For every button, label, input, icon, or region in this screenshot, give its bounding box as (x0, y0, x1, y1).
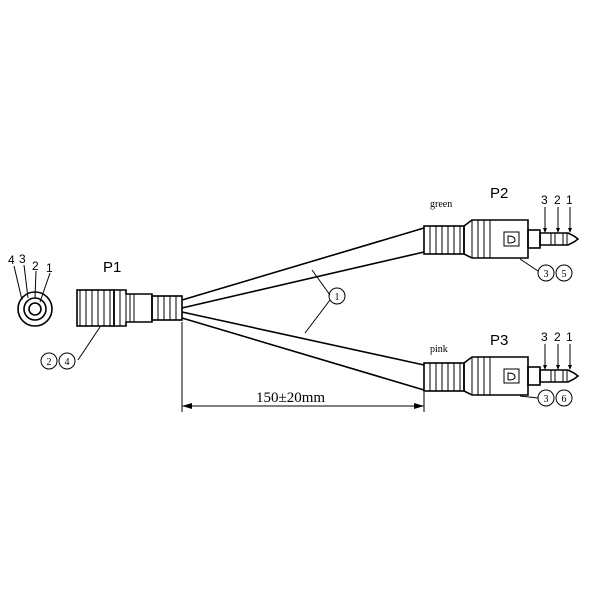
p2-pin-label-2: 2 (554, 193, 561, 207)
p1-end-view: 4 3 2 1 (8, 252, 53, 327)
p1-pin-label-2: 2 (32, 259, 39, 273)
p1-pin-label-4: 4 (8, 253, 15, 267)
p3-callout-3: 3 (544, 394, 549, 405)
length-dimension-text: 150±20mm (256, 390, 325, 406)
p2-callout-3: 3 (544, 269, 549, 280)
p3-pin-label-2: 2 (554, 330, 561, 344)
p2-connector: green P2 3 2 1 (423, 185, 580, 282)
p1-callout-2: 2 (47, 357, 52, 368)
p3-pin-label-1: 1 (566, 330, 573, 344)
length-dimension: 150±20mm (181, 322, 425, 412)
p2-label: P2 (490, 185, 508, 202)
p3-callout-6: 6 (562, 394, 567, 405)
p3-label: P3 (490, 332, 508, 349)
cables: 1 (181, 227, 425, 391)
p3-color-label: pink (430, 344, 448, 355)
p1-pin-label-1: 1 (46, 261, 53, 275)
p2-color-label: green (430, 199, 452, 210)
p3-connector: pink P3 3 2 1 (423, 330, 580, 407)
p1-connector: P1 2 4 (40, 259, 183, 370)
p3-pin-label-3: 3 (541, 330, 548, 344)
p2-pin-label-3: 3 (541, 193, 548, 207)
p1-pin-label-3: 3 (19, 252, 26, 266)
p1-label: P1 (103, 259, 121, 276)
cable-callout-1: 1 (335, 292, 340, 303)
p1-callout-4: 4 (65, 357, 70, 368)
p2-callout-5: 5 (562, 269, 567, 280)
p2-pin-label-1: 1 (566, 193, 573, 207)
